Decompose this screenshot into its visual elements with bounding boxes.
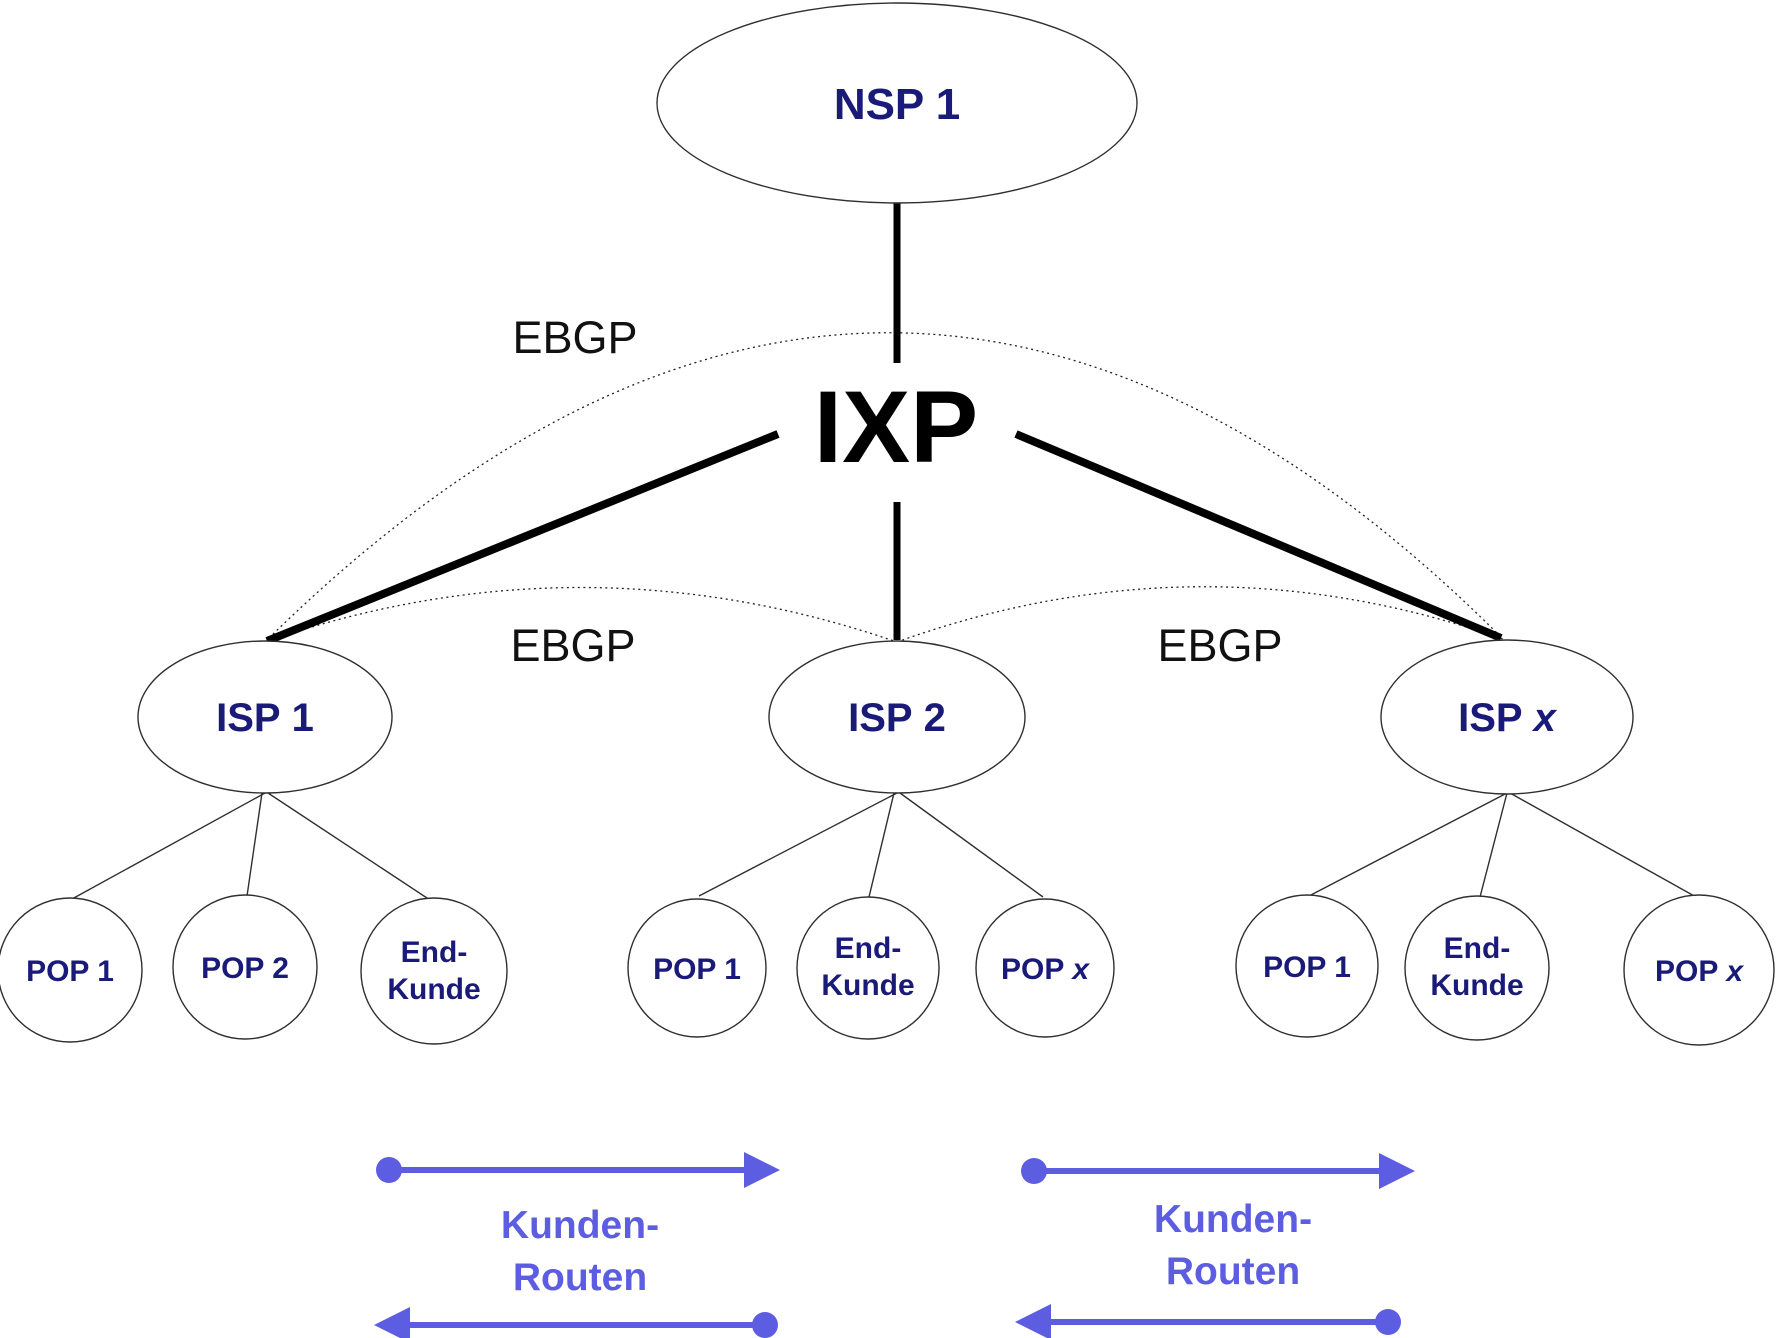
nsp1-node xyxy=(656,2,1138,204)
arrowhead-right-icon xyxy=(744,1152,780,1188)
arrow-start-dot xyxy=(376,1157,402,1183)
legend-left-line1: Kunden- xyxy=(501,1204,659,1247)
left-pop2-label: POP 2 xyxy=(201,952,289,985)
kunden-routen-legend-left: Kunden- Routen xyxy=(374,1152,780,1338)
middle-endkunde-node xyxy=(796,896,940,1040)
right-pop1-label: POP 1 xyxy=(1263,951,1351,984)
right-endkunde-label: End- Kunde xyxy=(1430,932,1523,1002)
ebgp-label-top: EBGP xyxy=(512,312,637,363)
kunden-routen-legend-right: Kunden- Routen xyxy=(1015,1153,1415,1338)
left-endkunde-label-line2: Kunde xyxy=(387,973,480,1006)
left-pop1-node xyxy=(0,897,143,1043)
arrowhead-left-icon xyxy=(374,1307,410,1338)
left-endkunde-label: End- Kunde xyxy=(387,936,480,1006)
middle-popx-node xyxy=(975,898,1115,1038)
nsp1-label: NSP 1 xyxy=(834,80,960,129)
link-ixp-isp1 xyxy=(265,430,780,645)
isp2-label-prefix: ISP xyxy=(848,696,912,740)
ebgp-label-right: EBGP xyxy=(1157,620,1282,671)
middle-endkunde-label-line2: Kunde xyxy=(821,969,914,1002)
middle-endkunde-label-line1: End- xyxy=(835,932,902,965)
link-ispx-pop1 xyxy=(1308,792,1508,897)
middle-endkunde-label: End- Kunde xyxy=(821,932,914,1002)
left-pop2-node xyxy=(172,894,318,1040)
left-endkunde-label-line1: End- xyxy=(401,936,468,969)
isp2-node xyxy=(768,640,1026,794)
right-endkunde-label-line2: Kunde xyxy=(1430,969,1523,1002)
ebgp-arc-isp1-isp2 xyxy=(264,586,898,643)
link-ispx-endkunde xyxy=(1479,792,1508,898)
arrowhead-left-icon xyxy=(1015,1304,1051,1338)
legend-left-line2: Routen xyxy=(513,1256,647,1299)
link-ixp-ispx xyxy=(1014,430,1503,642)
isp1-label: ISP 1 xyxy=(216,696,314,740)
link-isp1-endkunde xyxy=(267,792,431,901)
link-isp2-pop1 xyxy=(698,792,898,897)
ebgp-arc-isp1-ispx xyxy=(264,332,1504,643)
middle-pop1-label: POP 1 xyxy=(653,953,741,986)
link-isp2-endkunde xyxy=(868,792,895,898)
left-endkunde-node xyxy=(360,897,508,1045)
ixp-label: IXP xyxy=(814,370,978,484)
right-endkunde-node xyxy=(1404,895,1550,1041)
ispx-label-num: x xyxy=(1532,696,1558,740)
arrow-end-dot xyxy=(1375,1309,1401,1335)
link-isp1-pop1 xyxy=(71,792,266,900)
right-popx-label-num: x xyxy=(1724,955,1744,988)
left-pop1-label: POP 1 xyxy=(26,955,114,988)
middle-pop1-node xyxy=(627,898,767,1038)
link-isp1-pop2 xyxy=(246,792,263,897)
middle-popx-label-num: x xyxy=(1070,953,1090,986)
arrow-end-dot xyxy=(752,1312,778,1338)
isp1-label-num: 1 xyxy=(292,696,314,740)
middle-popx-label-prefix: POP xyxy=(1001,953,1064,986)
isp1-node xyxy=(137,640,393,794)
link-isp2-popx xyxy=(899,792,1044,898)
isp1-label-prefix: ISP xyxy=(216,696,280,740)
ispx-node xyxy=(1380,639,1634,795)
ebgp-arc-isp2-ispx xyxy=(896,586,1504,643)
arrow-start-dot xyxy=(1021,1158,1047,1184)
right-popx-node xyxy=(1623,894,1775,1046)
isp2-label-num: 2 xyxy=(924,696,946,740)
legend-right-line1: Kunden- xyxy=(1154,1198,1312,1241)
right-endkunde-label-line1: End- xyxy=(1444,932,1511,965)
ispx-label-prefix: ISP xyxy=(1458,696,1522,740)
legend-right-line2: Routen xyxy=(1166,1250,1300,1293)
ebgp-label-left: EBGP xyxy=(510,620,635,671)
isp2-label: ISP 2 xyxy=(848,696,946,740)
right-popx-label-prefix: POP xyxy=(1655,955,1718,988)
right-pop1-node xyxy=(1235,894,1379,1038)
link-ispx-popx xyxy=(1509,792,1697,898)
arrowhead-right-icon xyxy=(1379,1153,1415,1189)
